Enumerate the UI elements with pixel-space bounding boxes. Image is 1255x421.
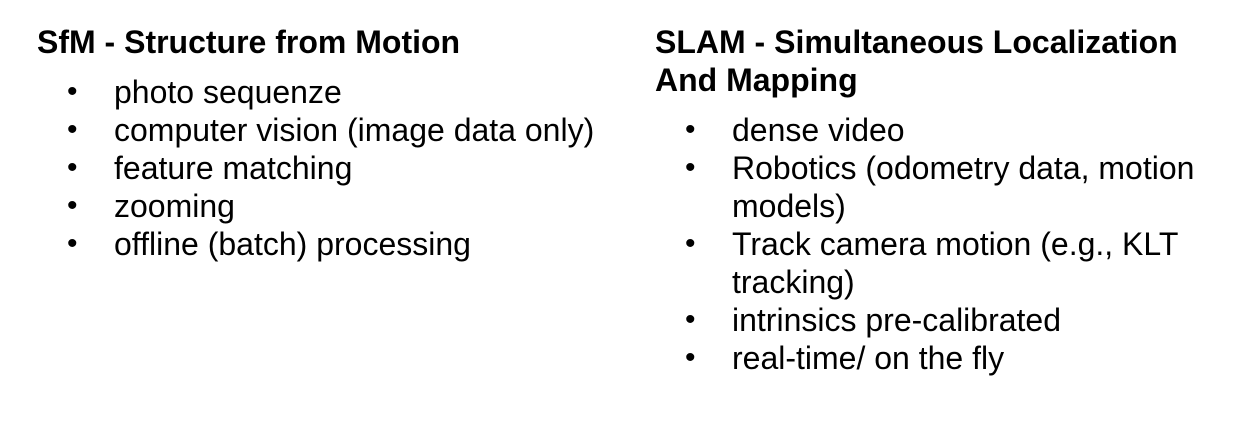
bullet-icon: • xyxy=(685,113,696,146)
bullet-icon: • xyxy=(67,151,78,184)
sfm-column: SfM - Structure from Motion • photo sequ… xyxy=(37,23,615,263)
list-item-text: computer vision (image data only) xyxy=(114,112,595,148)
bullet-icon: • xyxy=(67,75,78,108)
list-item: • real-time/ on the fly xyxy=(655,339,1203,377)
bullet-icon: • xyxy=(67,189,78,222)
list-item: • intrinsics pre-calibrated xyxy=(655,301,1203,339)
bullet-icon: • xyxy=(67,113,78,146)
sfm-list: • photo sequenze • computer vision (imag… xyxy=(37,73,615,263)
list-item: • offline (batch) processing xyxy=(37,225,615,263)
list-item-text: dense video xyxy=(732,112,905,148)
list-item-text: Robotics (odometry data, motion models) xyxy=(732,150,1195,224)
list-item-text: feature matching xyxy=(114,150,353,186)
bullet-icon: • xyxy=(685,151,696,184)
list-item: • feature matching xyxy=(37,149,615,187)
slam-column: SLAM - Simultaneous Localization And Map… xyxy=(655,23,1203,377)
slam-heading: SLAM - Simultaneous Localization And Map… xyxy=(655,24,1178,98)
list-item-text: offline (batch) processing xyxy=(114,226,471,262)
slam-list: • dense video • Robotics (odometry data,… xyxy=(655,111,1203,377)
list-item: • dense video xyxy=(655,111,1203,149)
bullet-icon: • xyxy=(67,227,78,260)
list-item: • photo sequenze xyxy=(37,73,615,111)
bullet-icon: • xyxy=(685,303,696,336)
list-item: • zooming xyxy=(37,187,615,225)
list-item-text: intrinsics pre-calibrated xyxy=(732,302,1062,338)
list-item: • computer vision (image data only) xyxy=(37,111,615,149)
list-item: • Track camera motion (e.g., KLT trackin… xyxy=(655,225,1203,301)
sfm-heading: SfM - Structure from Motion xyxy=(37,24,461,60)
bullet-icon: • xyxy=(685,227,696,260)
list-item: • Robotics (odometry data, motion models… xyxy=(655,149,1203,225)
list-item-text: photo sequenze xyxy=(114,74,342,110)
bullet-icon: • xyxy=(685,341,696,374)
list-item-text: real-time/ on the fly xyxy=(732,340,1005,376)
list-item-text: Track camera motion (e.g., KLT tracking) xyxy=(732,226,1178,300)
list-item-text: zooming xyxy=(114,188,235,224)
